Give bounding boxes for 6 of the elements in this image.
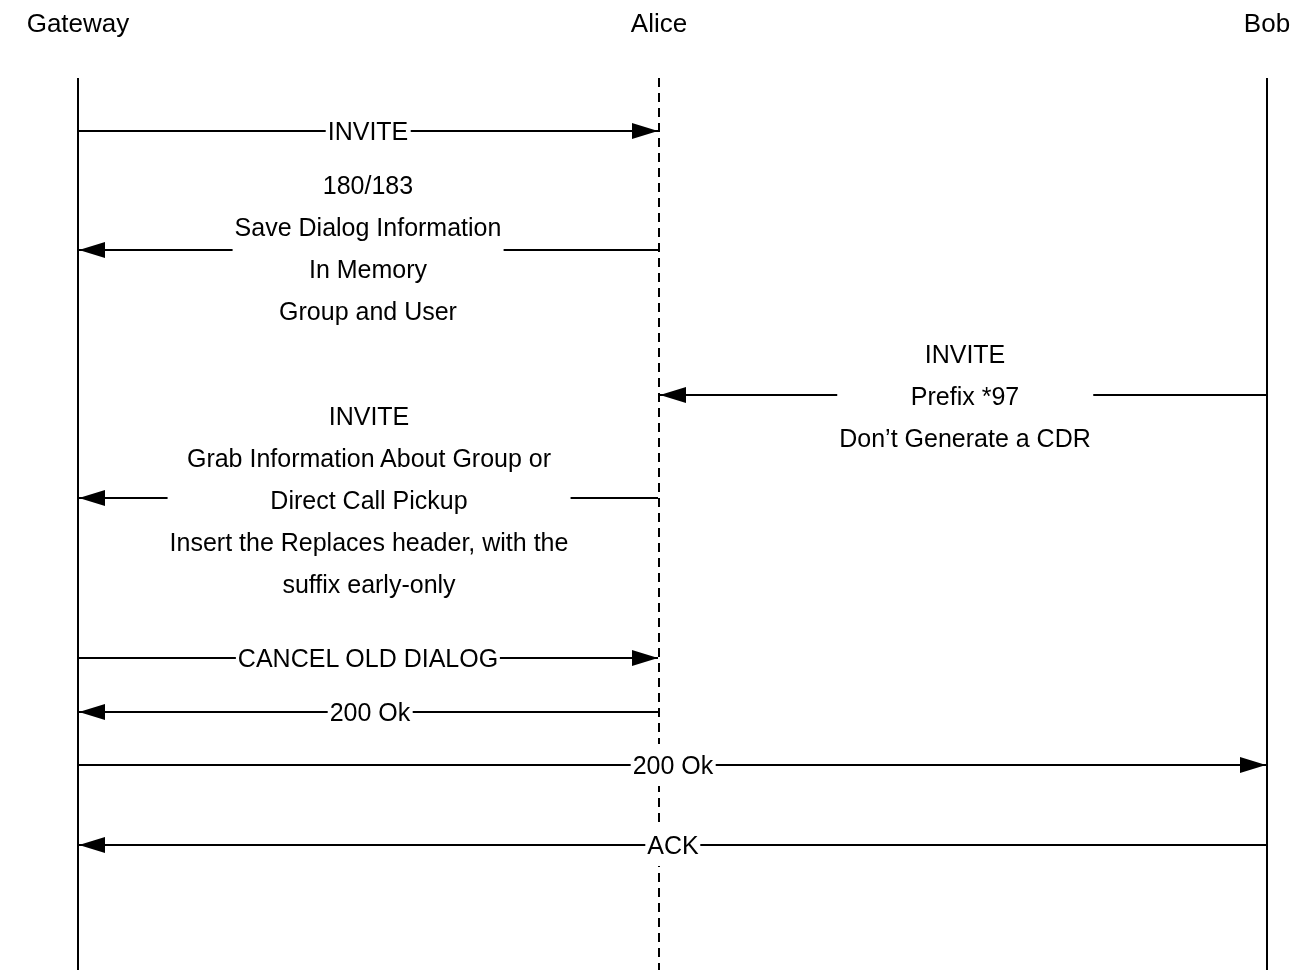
message-arrow bbox=[78, 757, 1267, 773]
participant-name: Bob bbox=[1242, 8, 1292, 39]
message-label: 200 Ok bbox=[630, 744, 716, 786]
participant-name: Gateway bbox=[25, 8, 131, 39]
participant-name: Alice bbox=[629, 8, 689, 39]
message-arrow bbox=[78, 837, 1267, 853]
